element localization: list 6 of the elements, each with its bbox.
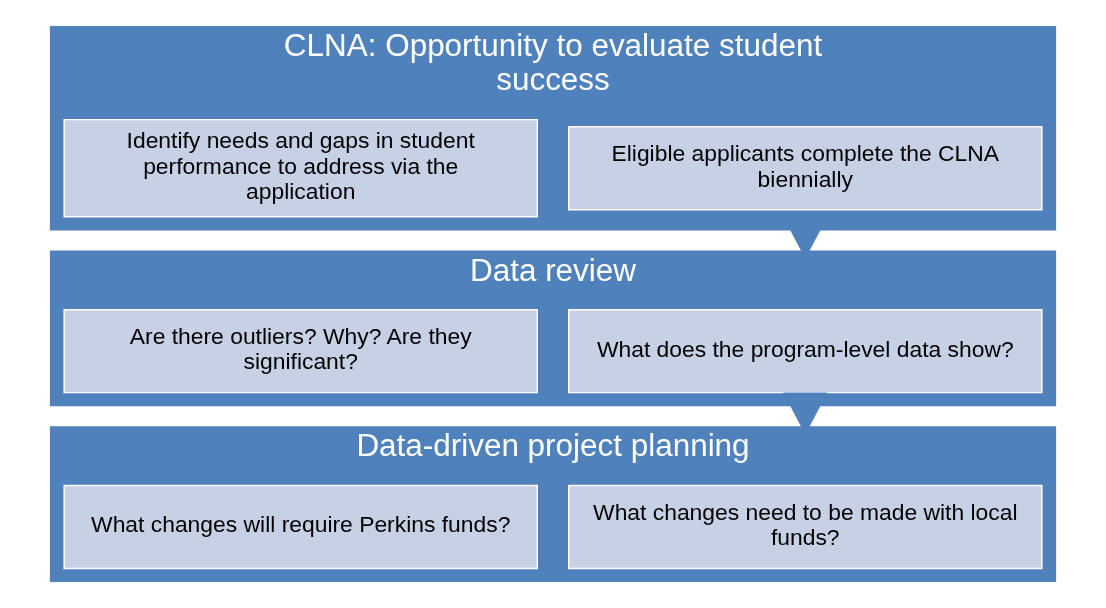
node-box: What changes need to be made with local funds? xyxy=(568,484,1043,570)
node-box: What changes will require Perkins funds? xyxy=(63,484,538,570)
node-box: What does the program-level data show? xyxy=(568,309,1043,394)
node-box: Identify needs and gaps in student performance to address via the application xyxy=(63,118,538,218)
node-box: Eligible applicants complete the CLNA biennially xyxy=(568,126,1043,211)
node-box: Are there outliers? Why? Are they significant? xyxy=(63,309,538,394)
